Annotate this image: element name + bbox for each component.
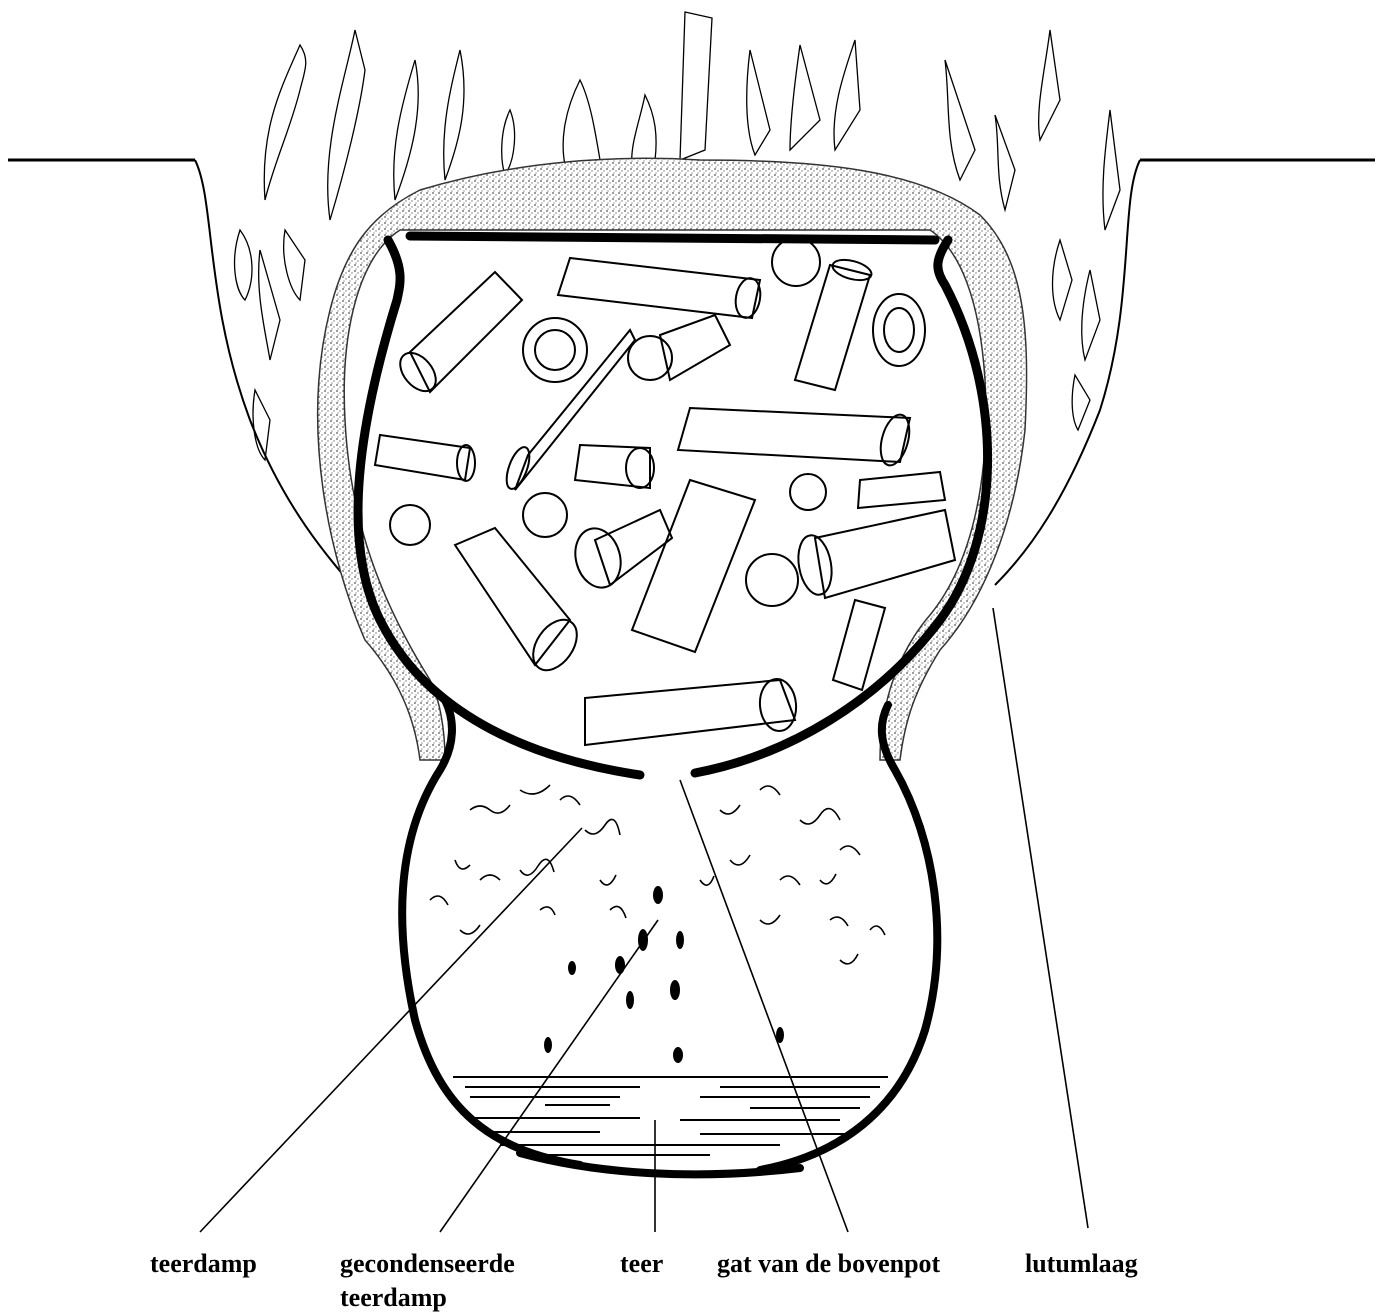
leader-lines bbox=[200, 608, 1088, 1232]
tar-vapour bbox=[430, 785, 885, 964]
leader-teerdamp bbox=[200, 828, 582, 1232]
label-lutumlaag: lutumlaag bbox=[1025, 1249, 1138, 1278]
label-gecondenseerde-line2: teerdamp bbox=[340, 1283, 447, 1312]
tar-pool bbox=[453, 1077, 888, 1155]
label-teer: teer bbox=[620, 1249, 663, 1278]
lower-pot bbox=[402, 700, 937, 1174]
wood-logs bbox=[375, 238, 955, 745]
leader-lutumlaag bbox=[993, 608, 1088, 1228]
label-gat-van-de-bovenpot: gat van de bovenpot bbox=[717, 1249, 941, 1278]
leader-gat bbox=[680, 780, 848, 1232]
label-gecondenseerde-line1: gecondenseerde bbox=[340, 1249, 515, 1278]
label-teerdamp: teerdamp bbox=[150, 1249, 257, 1278]
tar-droplets bbox=[544, 886, 784, 1063]
clay-layer bbox=[318, 158, 1027, 760]
